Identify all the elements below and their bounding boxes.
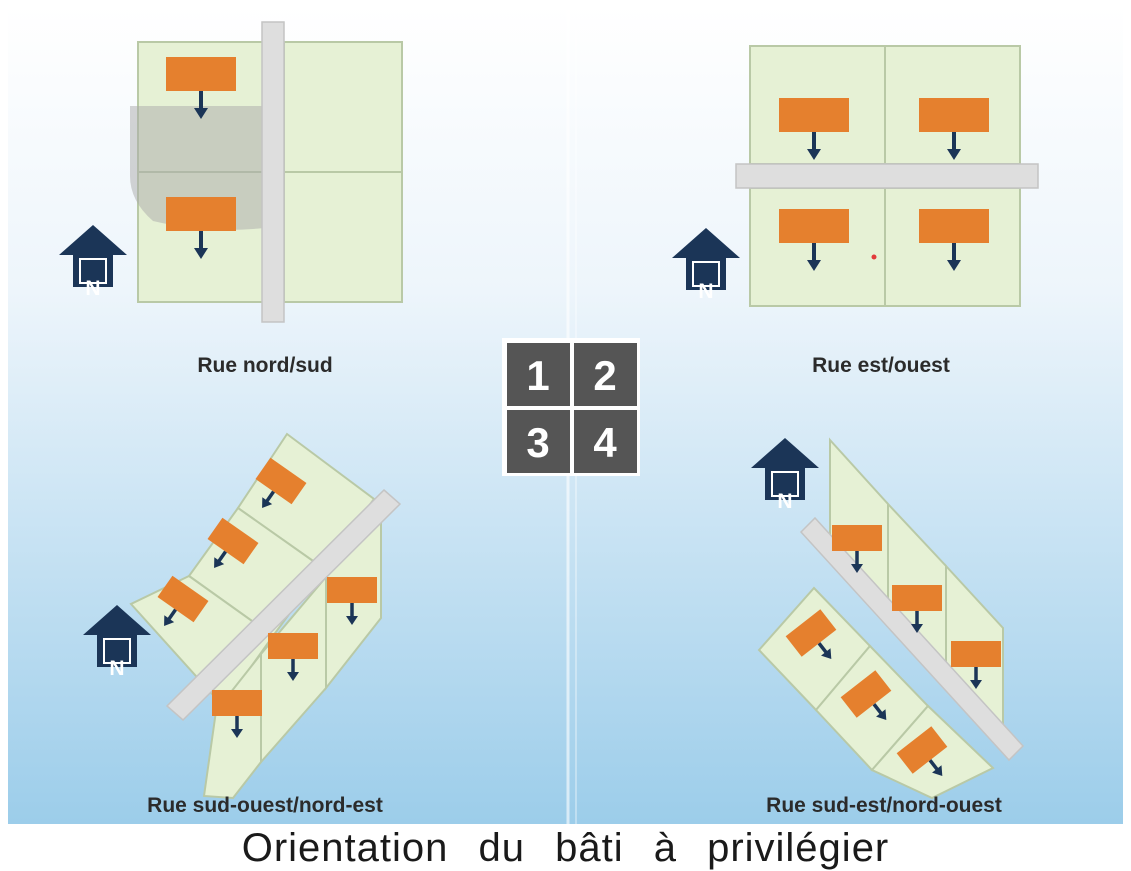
road: [735, 163, 1039, 189]
parcel: [283, 41, 403, 173]
north-letter: N: [85, 277, 100, 300]
marker-dot: [871, 254, 877, 260]
panel-2-east-west-street: N Rue est/ouest: [671, 45, 1039, 377]
figure-caption: Orientation du bâti à privilégier: [241, 826, 890, 870]
north-letter: N: [109, 657, 124, 680]
panel-3-label: Rue sud-ouest/nord-est: [147, 794, 383, 817]
panel-4-southeast-northwest-street: N Rue sud-est/nord-ouest: [750, 437, 1025, 817]
road: [165, 488, 402, 722]
panel-number-legend: 1 2 3 4: [502, 338, 640, 476]
panel-4-label: Rue sud-est/nord-ouest: [766, 794, 1002, 817]
panel-1-label: Rue nord/sud: [197, 354, 332, 377]
road: [799, 516, 1025, 762]
panel-1-north-south-street: N Rue nord/sud: [58, 21, 403, 377]
parcel: [749, 187, 886, 307]
road: [261, 21, 285, 323]
parcel: [283, 171, 403, 303]
north-letter: N: [777, 490, 792, 513]
legend-number-3: 3: [526, 419, 549, 466]
panel-3-southwest-northeast-street: N Rue sud-ouest/nord-est: [82, 432, 402, 817]
north-letter: N: [698, 280, 713, 303]
legend-tile-3: [507, 410, 570, 473]
parcel: [749, 45, 886, 165]
legend-number-1: 1: [526, 352, 549, 399]
legend-number-2: 2: [593, 352, 616, 399]
legend-tile-1: [507, 343, 570, 406]
diagram-stage: N Rue nord/sud N Rue est/ouest 1 2 3 4: [8, 6, 1123, 824]
legend-tile-4: [574, 410, 637, 473]
orientation-diagram: N Rue nord/sud N Rue est/ouest 1 2 3 4: [8, 6, 1123, 824]
panel-2-label: Rue est/ouest: [812, 354, 950, 377]
legend-tile-2: [574, 343, 637, 406]
legend-number-4: 4: [593, 419, 617, 466]
